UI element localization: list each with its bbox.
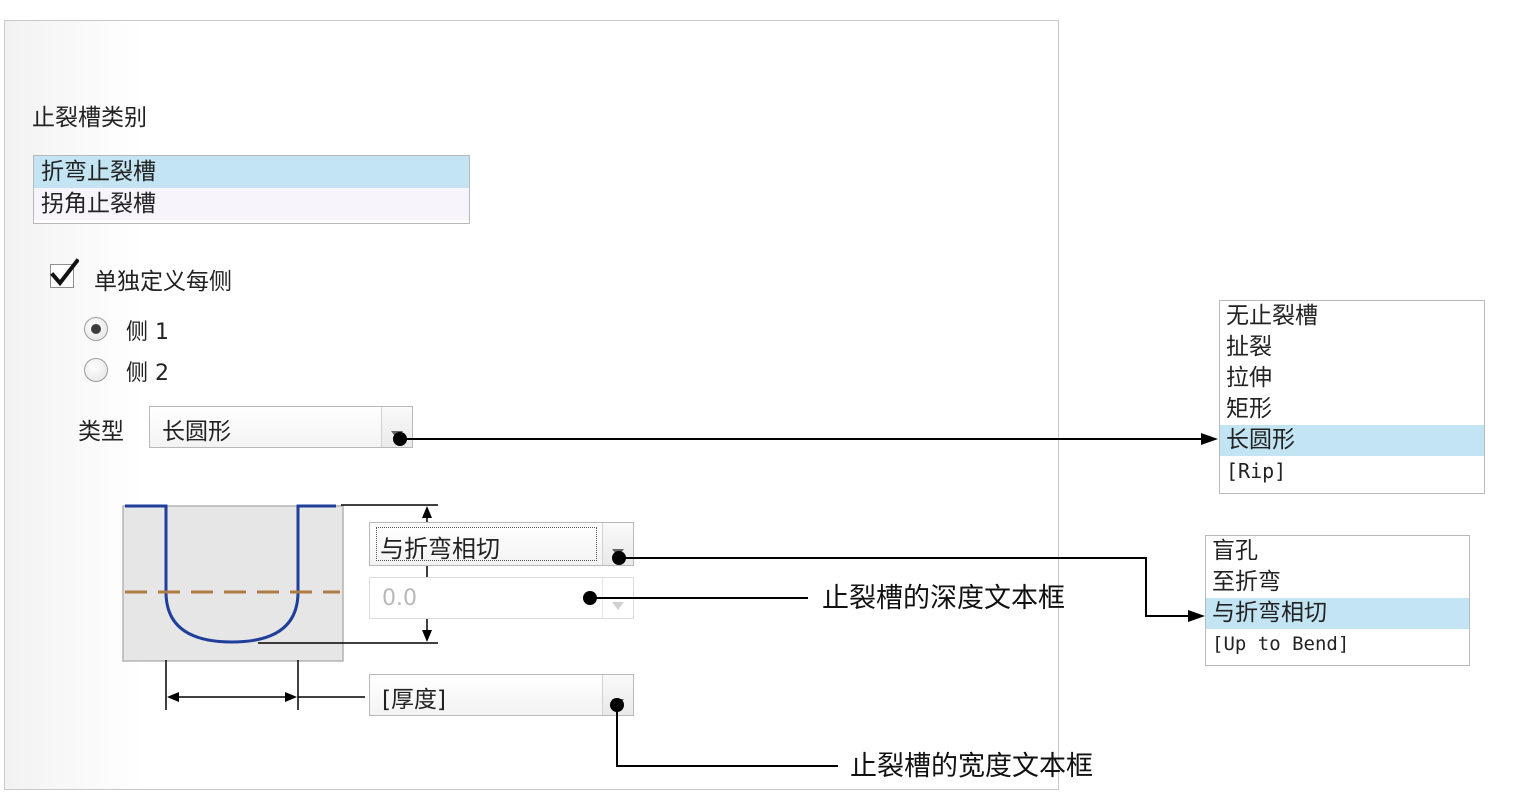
relief-category-bend[interactable]: 折弯止裂槽 xyxy=(34,156,469,188)
type-label: 类型 xyxy=(78,419,124,445)
type-option-rectangle[interactable]: 矩形 xyxy=(1226,396,1272,422)
depth-option-tangent-to-bend[interactable]: 与折弯相切 xyxy=(1206,598,1469,629)
width-textbox-annotation: 止裂槽的宽度文本框 xyxy=(850,751,1093,782)
type-option-obround[interactable]: 长圆形 xyxy=(1220,425,1484,456)
side-1-label: 侧 1 xyxy=(126,320,169,345)
depth-mode-combo-value: 与折弯相切 xyxy=(380,535,500,563)
radio-selected-dot xyxy=(91,324,101,334)
side-2-label: 侧 2 xyxy=(126,361,169,386)
width-combo[interactable]: [厚度] xyxy=(369,674,634,716)
type-option-stretch[interactable]: 拉伸 xyxy=(1226,365,1272,391)
side-1-radio[interactable] xyxy=(84,317,108,341)
relief-category-list[interactable]: 折弯止裂槽 拐角止裂槽 xyxy=(33,155,470,224)
define-each-side-label: 单独定义每侧 xyxy=(94,269,232,295)
type-combo-value: 长圆形 xyxy=(162,419,231,445)
depth-options-list[interactable]: 盲孔 至折弯 与折弯相切 [Up to Bend] xyxy=(1205,535,1470,666)
checkmark-icon xyxy=(50,258,79,287)
depth-option-up-to-bend-param[interactable]: [Up to Bend] xyxy=(1212,633,1350,655)
type-options-list[interactable]: 无止裂槽 扯裂 拉伸 矩形 长圆形 [Rip] xyxy=(1219,300,1485,494)
type-option-rip[interactable]: 扯裂 xyxy=(1226,334,1272,360)
depth-value-text: 0.0 xyxy=(382,586,417,611)
width-combo-value: [厚度] xyxy=(382,687,446,713)
relief-category-title: 止裂槽类别 xyxy=(32,105,147,131)
depth-textbox-annotation: 止裂槽的深度文本框 xyxy=(822,583,1065,614)
define-each-side-checkbox[interactable] xyxy=(50,258,79,288)
depth-option-up-to-bend[interactable]: 至折弯 xyxy=(1212,569,1281,595)
type-option-rip-param[interactable]: [Rip] xyxy=(1226,459,1287,483)
type-option-none[interactable]: 无止裂槽 xyxy=(1226,303,1318,329)
side-2-radio[interactable] xyxy=(84,358,108,382)
depth-mode-combo[interactable]: 与折弯相切 xyxy=(369,522,634,566)
focus-outline xyxy=(376,527,597,561)
chevron-down-icon xyxy=(612,602,624,610)
depth-option-blind[interactable]: 盲孔 xyxy=(1212,538,1258,564)
relief-category-corner[interactable]: 拐角止裂槽 xyxy=(34,188,469,220)
